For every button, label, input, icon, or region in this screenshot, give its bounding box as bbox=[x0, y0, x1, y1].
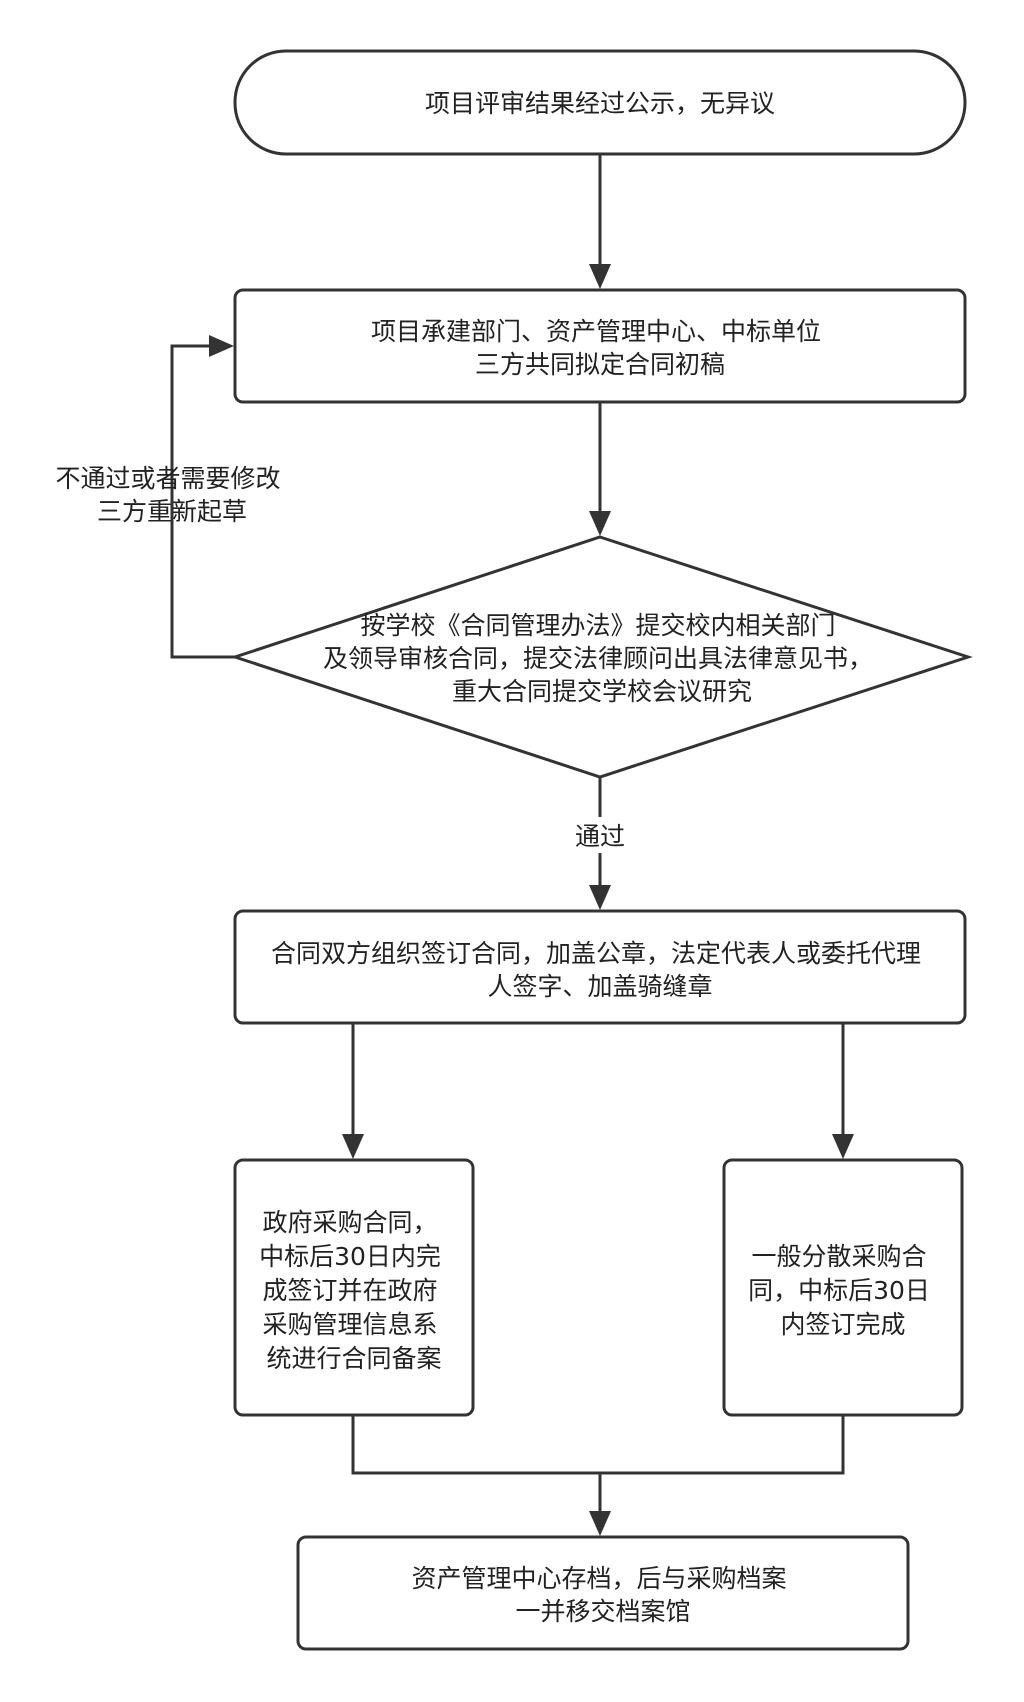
edge-gov-merge bbox=[351, 1415, 600, 1475]
gov-node-text: 政府采购合同， 中标后30日内完 成签订并在政府 采购管理信息系 统进行合同备案 bbox=[259, 1208, 449, 1373]
draft-node-text: 项目承建部门、资产管理中心、中标单位 三方共同拟定合同初稿 bbox=[371, 317, 829, 379]
reject-label-line: 三方重新起草 bbox=[97, 497, 247, 526]
gov-node-line: 采购管理信息系 bbox=[263, 1310, 438, 1339]
arrowhead-sign-to-general bbox=[832, 1134, 854, 1159]
gov-node-line: 成签订并在政府 bbox=[263, 1276, 438, 1305]
review-node-line: 重大合同提交学校会议研究 bbox=[452, 677, 752, 706]
start-node-line: 项目评审结果经过公示，无异议 bbox=[425, 89, 775, 118]
archive-node-line: 一并移交档案馆 bbox=[515, 1597, 690, 1626]
pass-label-line: 通过 bbox=[575, 822, 625, 851]
arrowhead-merge-to-archive bbox=[589, 1511, 611, 1536]
archive-node bbox=[296, 1535, 910, 1651]
archive-node-line: 资产管理中心存档，后与采购档案 bbox=[412, 1564, 787, 1593]
review-node-line: 及领导审核合同，提交法律顾问出具法律意见书， bbox=[323, 644, 873, 673]
reject-edge-label: 不通过或者需要修改 三方重新起草 bbox=[56, 464, 289, 526]
pass-edge-label: 通过 bbox=[575, 822, 625, 851]
general-node-text: 一般分散采购合 同，中标后30日 内签订完成 bbox=[748, 1242, 938, 1339]
arrowhead-sign-to-gov bbox=[342, 1134, 364, 1159]
reject-label-line: 不通过或者需要修改 bbox=[56, 464, 281, 493]
edge-general-merge bbox=[600, 1415, 845, 1475]
sign-node-line: 合同双方组织签订合同，加盖公章，法定代表人或委托代理 bbox=[271, 939, 921, 968]
arrowhead-review-to-sign bbox=[589, 885, 611, 910]
general-node-line: 同，中标后30日 bbox=[748, 1276, 930, 1305]
pass-label-background bbox=[570, 817, 630, 853]
review-node-text: 按学校《合同管理办法》提交校内相关部门 及领导审核合同，提交法律顾问出具法律意见… bbox=[323, 611, 881, 706]
draft-node bbox=[233, 288, 967, 404]
draft-node-line: 项目承建部门、资产管理中心、中标单位 bbox=[371, 317, 821, 346]
gov-node-line: 政府采购合同， bbox=[263, 1208, 438, 1237]
start-node-text: 项目评审结果经过公示，无异议 bbox=[425, 89, 775, 118]
sign-node-text: 合同双方组织签订合同，加盖公章，法定代表人或委托代理 人签字、加盖骑缝章 bbox=[271, 939, 929, 1001]
sign-node-line: 人签字、加盖骑缝章 bbox=[487, 972, 712, 1001]
sign-node bbox=[233, 909, 967, 1025]
arrowhead-reject-to-draft bbox=[209, 335, 234, 357]
general-node-line: 内签订完成 bbox=[780, 1310, 905, 1339]
arrowhead-start-to-draft bbox=[589, 264, 611, 289]
gov-node-line: 中标后30日内完 bbox=[259, 1242, 441, 1271]
general-node-line: 一般分散采购合 bbox=[752, 1242, 927, 1271]
arrowhead-draft-to-review bbox=[589, 511, 611, 536]
gov-node-line: 统进行合同备案 bbox=[266, 1344, 441, 1373]
draft-node-line: 三方共同拟定合同初稿 bbox=[475, 350, 725, 379]
archive-node-text: 资产管理中心存档，后与采购档案 一并移交档案馆 bbox=[412, 1564, 795, 1626]
review-node-line: 按学校《合同管理办法》提交校内相关部门 bbox=[361, 611, 836, 640]
edge-review-reject-loop bbox=[170, 344, 235, 659]
